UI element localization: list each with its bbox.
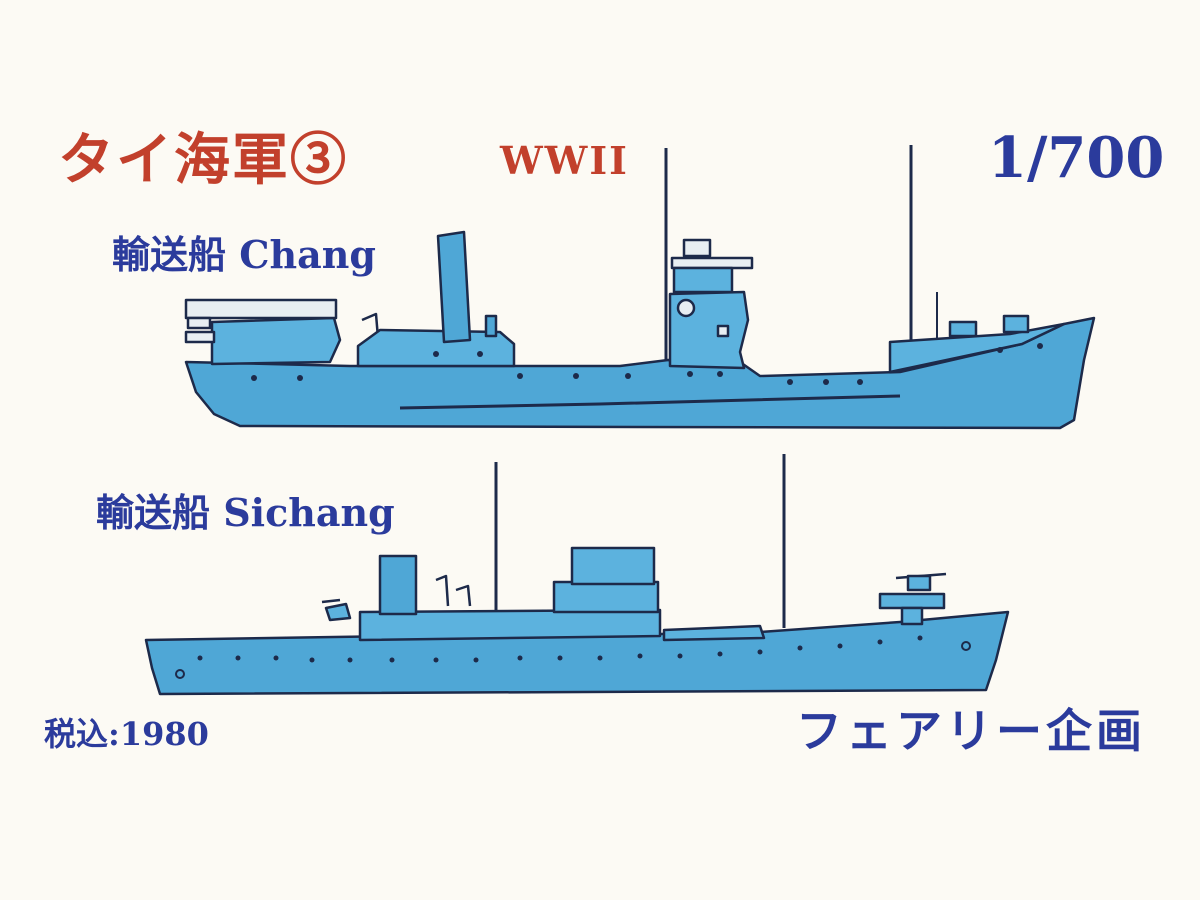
scale-label: 1/700 <box>988 125 1165 191</box>
ship-name-sichang: 輸送船 Sichang <box>96 490 395 535</box>
maker-name: フェアリー企画 <box>796 704 1146 758</box>
ship-name-chang: 輸送船 Chang <box>112 232 376 277</box>
era-label: WWII <box>500 138 629 183</box>
price-label: 税込:1980 <box>44 715 209 753</box>
series-title: タイ海軍③ <box>58 127 348 193</box>
